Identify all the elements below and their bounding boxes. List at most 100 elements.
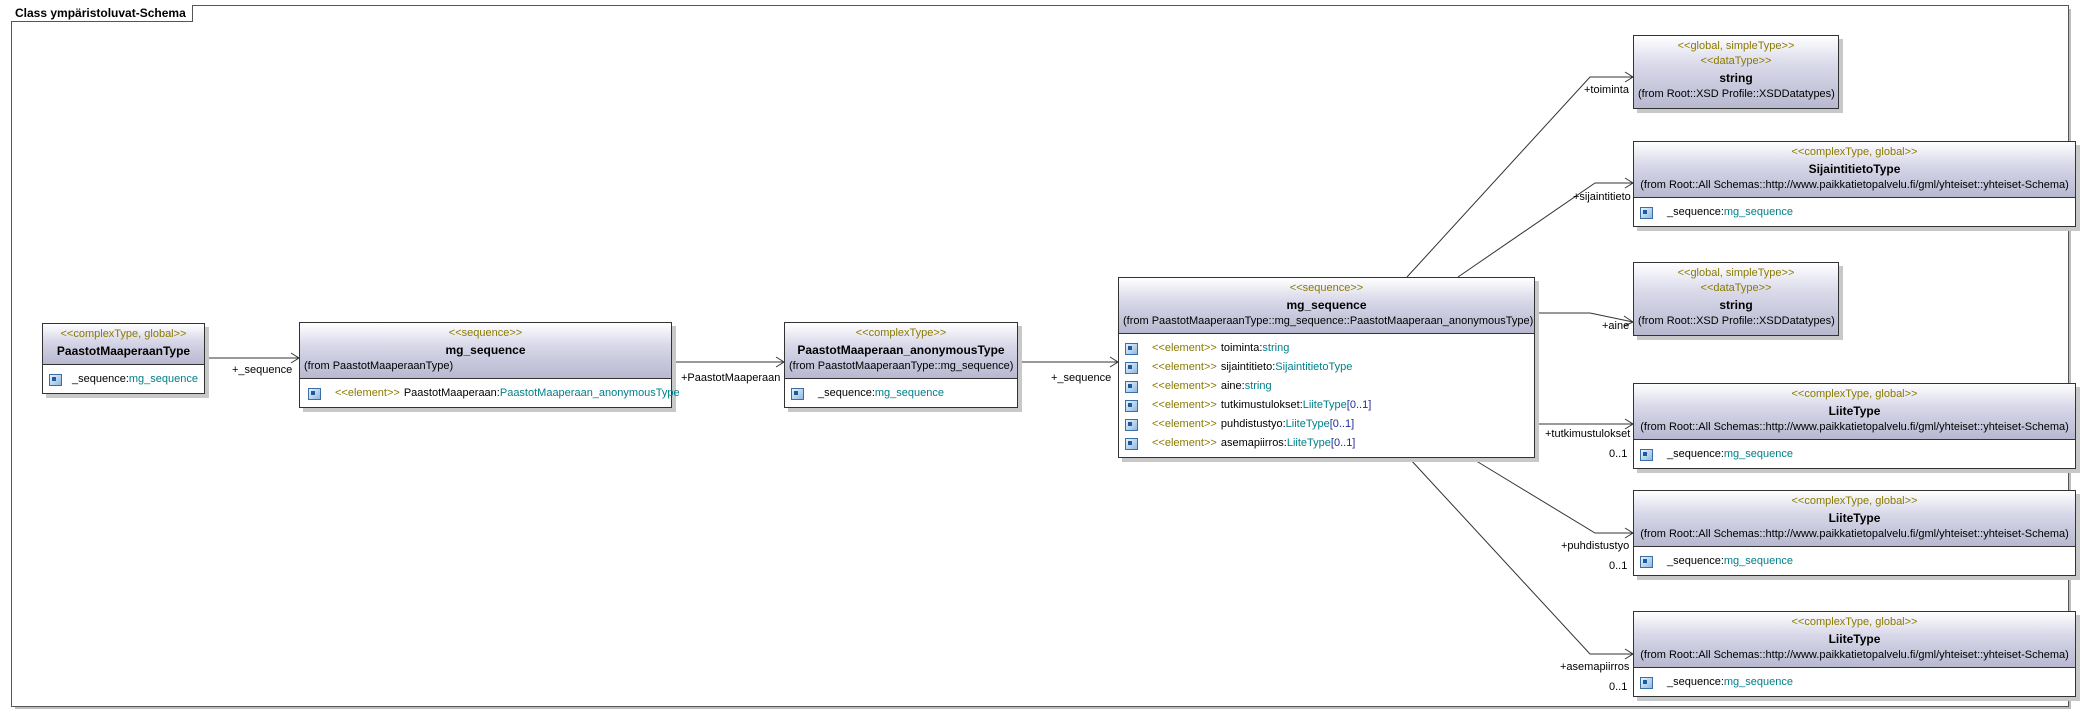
attribute-icon	[1125, 399, 1138, 412]
class-header: <<complexType, global>> LiiteType (from …	[1634, 384, 2075, 440]
stereotype: <<complexType, global>>	[60, 328, 187, 340]
attr-multiplicity: [0..1]	[1330, 437, 1356, 449]
class-header: <<complexType, global>> PaastotMaaperaan…	[43, 324, 204, 365]
attr-stereotype: <<element>>	[1152, 361, 1217, 373]
attribute-row[interactable]: _sequence:mg_sequence	[1640, 673, 2071, 692]
attribute-row[interactable]: <<element>>puhdistustyo:LiiteType[0..1]	[1125, 415, 1530, 434]
class-liitetype-3[interactable]: <<complexType, global>> LiiteType (from …	[1633, 611, 2076, 697]
stereotype: <<complexType, global>>	[1791, 388, 1918, 400]
class-liitetype-2[interactable]: <<complexType, global>> LiiteType (from …	[1633, 490, 2076, 576]
stereotype: <<complexType>>	[855, 327, 947, 339]
class-string-1[interactable]: <<global, simpleType>> <<dataType>> stri…	[1633, 35, 1839, 109]
class-name: LiiteType	[1828, 511, 1881, 525]
attribute-row[interactable]: _sequence:mg_sequence	[1640, 203, 2071, 222]
multiplicity-asemapiirros: 0..1	[1609, 681, 1628, 693]
attr-multiplicity: [0..1]	[1329, 418, 1355, 430]
stereotype: <<sequence>>	[448, 327, 523, 339]
stereotype: <<dataType>>	[1700, 55, 1772, 67]
class-header: <<sequence>> mg_sequence (from PaastotMa…	[1119, 278, 1534, 334]
class-from: (from Root::All Schemas::http://www.paik…	[1640, 179, 2069, 191]
class-header: <<global, simpleType>> <<dataType>> stri…	[1634, 36, 1838, 108]
attribute-icon	[1125, 342, 1138, 355]
attribute-row[interactable]: <<element>>tutkimustulokset:LiiteType[0.…	[1125, 396, 1530, 415]
class-mg-sequence-1[interactable]: <<sequence>> mg_sequence (from PaastotMa…	[299, 322, 680, 408]
class-name: PaastotMaaperaan_anonymousType	[797, 343, 1005, 357]
multiplicity-puhdistustyo: 0..1	[1609, 560, 1628, 572]
assoc-label-asemapiirros: +asemapiirros	[1560, 661, 1630, 673]
attribute-row[interactable]: _sequence:mg_sequence	[1640, 552, 2071, 571]
attribute-icon	[1640, 448, 1653, 461]
attr-name: _sequence:	[818, 387, 875, 399]
class-header: <<complexType, global>> SijaintitietoTyp…	[1634, 142, 2075, 198]
attr-type: SijaintitietoType	[1275, 361, 1353, 373]
assoc-line-puhdistustyo	[1472, 458, 1633, 534]
class-from: (from PaastotMaaperaanType)	[304, 360, 454, 372]
attr-stereotype: <<element>>	[335, 387, 400, 399]
multiplicity-tutkimustulokset: 0..1	[1609, 448, 1628, 460]
class-anonymoustype[interactable]: <<complexType>> PaastotMaaperaan_anonymo…	[784, 322, 1018, 408]
attribute-row[interactable]: <<element>>toiminta:string	[1125, 339, 1530, 358]
assoc-line-sijaintitieto	[1457, 182, 1633, 278]
attr-type: mg_sequence	[874, 387, 944, 399]
attr-type: mg_sequence	[1723, 555, 1793, 567]
assoc-line-aine	[1533, 312, 1634, 323]
attr-type: LiiteType	[1285, 418, 1330, 430]
assoc-label-sijaintitieto: +sijaintitieto	[1573, 191, 1631, 203]
attribute-icon	[49, 373, 62, 386]
attribute-row[interactable]: _sequence:mg_sequence	[1640, 445, 2071, 464]
class-header: <<complexType>> PaastotMaaperaan_anonymo…	[785, 323, 1017, 379]
attr-multiplicity: [0..1]	[1346, 399, 1372, 411]
attribute-row[interactable]: <<element>>sijaintitieto:SijaintitietoTy…	[1125, 358, 1530, 377]
attr-name: asemapiirros:	[1220, 437, 1287, 449]
assoc-label-toiminta: +toiminta	[1584, 84, 1629, 96]
attr-name: PaastotMaaperaan:	[403, 387, 500, 399]
attr-type: string	[1244, 380, 1272, 392]
attr-name: toiminta:	[1220, 342, 1263, 354]
attr-name: puhdistustyo:	[1220, 418, 1286, 430]
frame-title: Class ympäristoluvat-Schema	[11, 5, 193, 22]
attr-name: _sequence:	[1667, 555, 1724, 567]
assoc-label-paastotmaaperaan: +PaastotMaaperaan	[681, 372, 781, 384]
attr-name: aine:	[1220, 380, 1245, 392]
class-from: (from PaastotMaaperaanType::mg_sequence)	[789, 360, 1014, 372]
attribute-icon	[1640, 676, 1653, 689]
attr-stereotype: <<element>>	[1152, 437, 1217, 449]
class-paastotmaaperaantype[interactable]: <<complexType, global>> PaastotMaaperaan…	[42, 323, 205, 394]
attr-name: _sequence:	[1667, 676, 1724, 688]
class-string-2[interactable]: <<global, simpleType>> <<dataType>> stri…	[1633, 262, 1839, 336]
stereotype: <<complexType, global>>	[1791, 146, 1918, 158]
class-from: (from Root::All Schemas::http://www.paik…	[1640, 649, 2069, 661]
attribute-row[interactable]: _sequence:mg_sequence	[791, 384, 1013, 403]
class-from: (from Root::XSD Profile::XSDDatatypes)	[1638, 315, 1835, 327]
class-name: PaastotMaaperaanType	[56, 344, 191, 358]
class-header: <<complexType, global>> LiiteType (from …	[1634, 491, 2075, 547]
attribute-row[interactable]: _sequence:mg_sequence	[49, 370, 200, 389]
assoc-label-sequence-2: +_sequence	[1051, 372, 1112, 384]
assoc-label-sequence-1: +_sequence	[232, 364, 293, 376]
attribute-row[interactable]: <<element>>aine:string	[1125, 377, 1530, 396]
class-sijaintitietotype[interactable]: <<complexType, global>> SijaintitietoTyp…	[1633, 141, 2076, 227]
class-from: (from Root::All Schemas::http://www.paik…	[1640, 421, 2069, 433]
attribute-icon	[1125, 380, 1138, 393]
attribute-icon	[308, 387, 321, 400]
assoc-label-aine: +aine	[1602, 320, 1630, 332]
attr-type: mg_sequence	[128, 373, 198, 385]
class-header: <<complexType, global>> LiiteType (from …	[1634, 612, 2075, 668]
class-mg-sequence-2[interactable]: <<sequence>> mg_sequence (from PaastotMa…	[1118, 277, 1535, 458]
attr-name: tutkimustulokset:	[1220, 399, 1303, 411]
attr-type: string	[1262, 342, 1290, 354]
assoc-line-toiminta	[1406, 76, 1633, 278]
attr-type: LiiteType	[1286, 437, 1331, 449]
class-name: mg_sequence	[1286, 298, 1367, 312]
class-header: <<sequence>> mg_sequence (from PaastotMa…	[300, 323, 671, 379]
stereotype: <<global, simpleType>>	[1677, 267, 1795, 279]
attr-stereotype: <<element>>	[1152, 342, 1217, 354]
class-liitetype-1[interactable]: <<complexType, global>> LiiteType (from …	[1633, 383, 2076, 469]
attribute-row[interactable]: <<element>>asemapiirros:LiiteType[0..1]	[1125, 434, 1530, 453]
class-from: (from Root::All Schemas::http://www.paik…	[1640, 528, 2069, 540]
stereotype: <<complexType, global>>	[1791, 495, 1918, 507]
attribute-row[interactable]: <<element>>PaastotMaaperaan:PaastotMaape…	[308, 384, 680, 403]
attr-name: _sequence:	[1667, 448, 1724, 460]
attr-name: _sequence:	[72, 373, 129, 385]
attr-type: LiiteType	[1302, 399, 1347, 411]
